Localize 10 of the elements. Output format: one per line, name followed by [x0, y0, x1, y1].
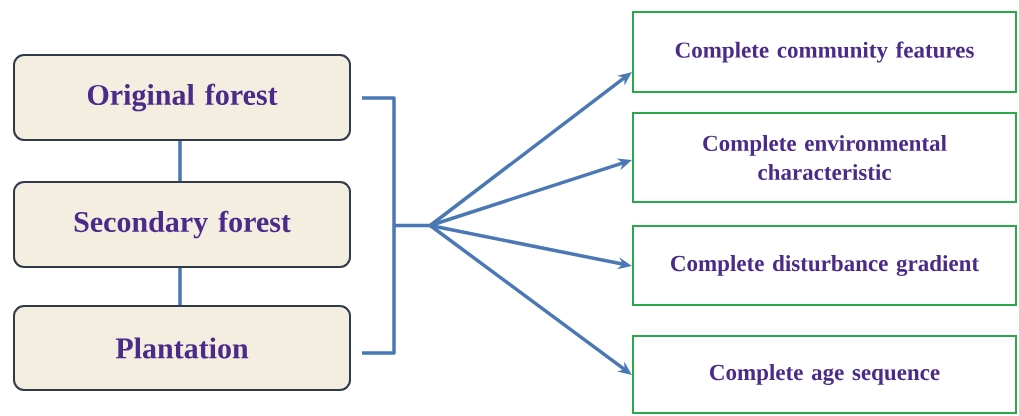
process-box: Secondary forest: [13, 181, 351, 268]
process-box: Plantation: [13, 305, 351, 391]
outcome-box: Complete environmental characteristic: [632, 112, 1017, 203]
connector-line: [178, 268, 182, 305]
outcome-box: Complete age sequence: [632, 335, 1017, 414]
outcome-box: Complete community features: [632, 11, 1017, 93]
bracket: [360, 96, 432, 355]
connector-line: [178, 141, 182, 181]
outcome-box: Complete disturbance gradient: [632, 225, 1017, 306]
process-box: Original forest: [13, 54, 351, 141]
